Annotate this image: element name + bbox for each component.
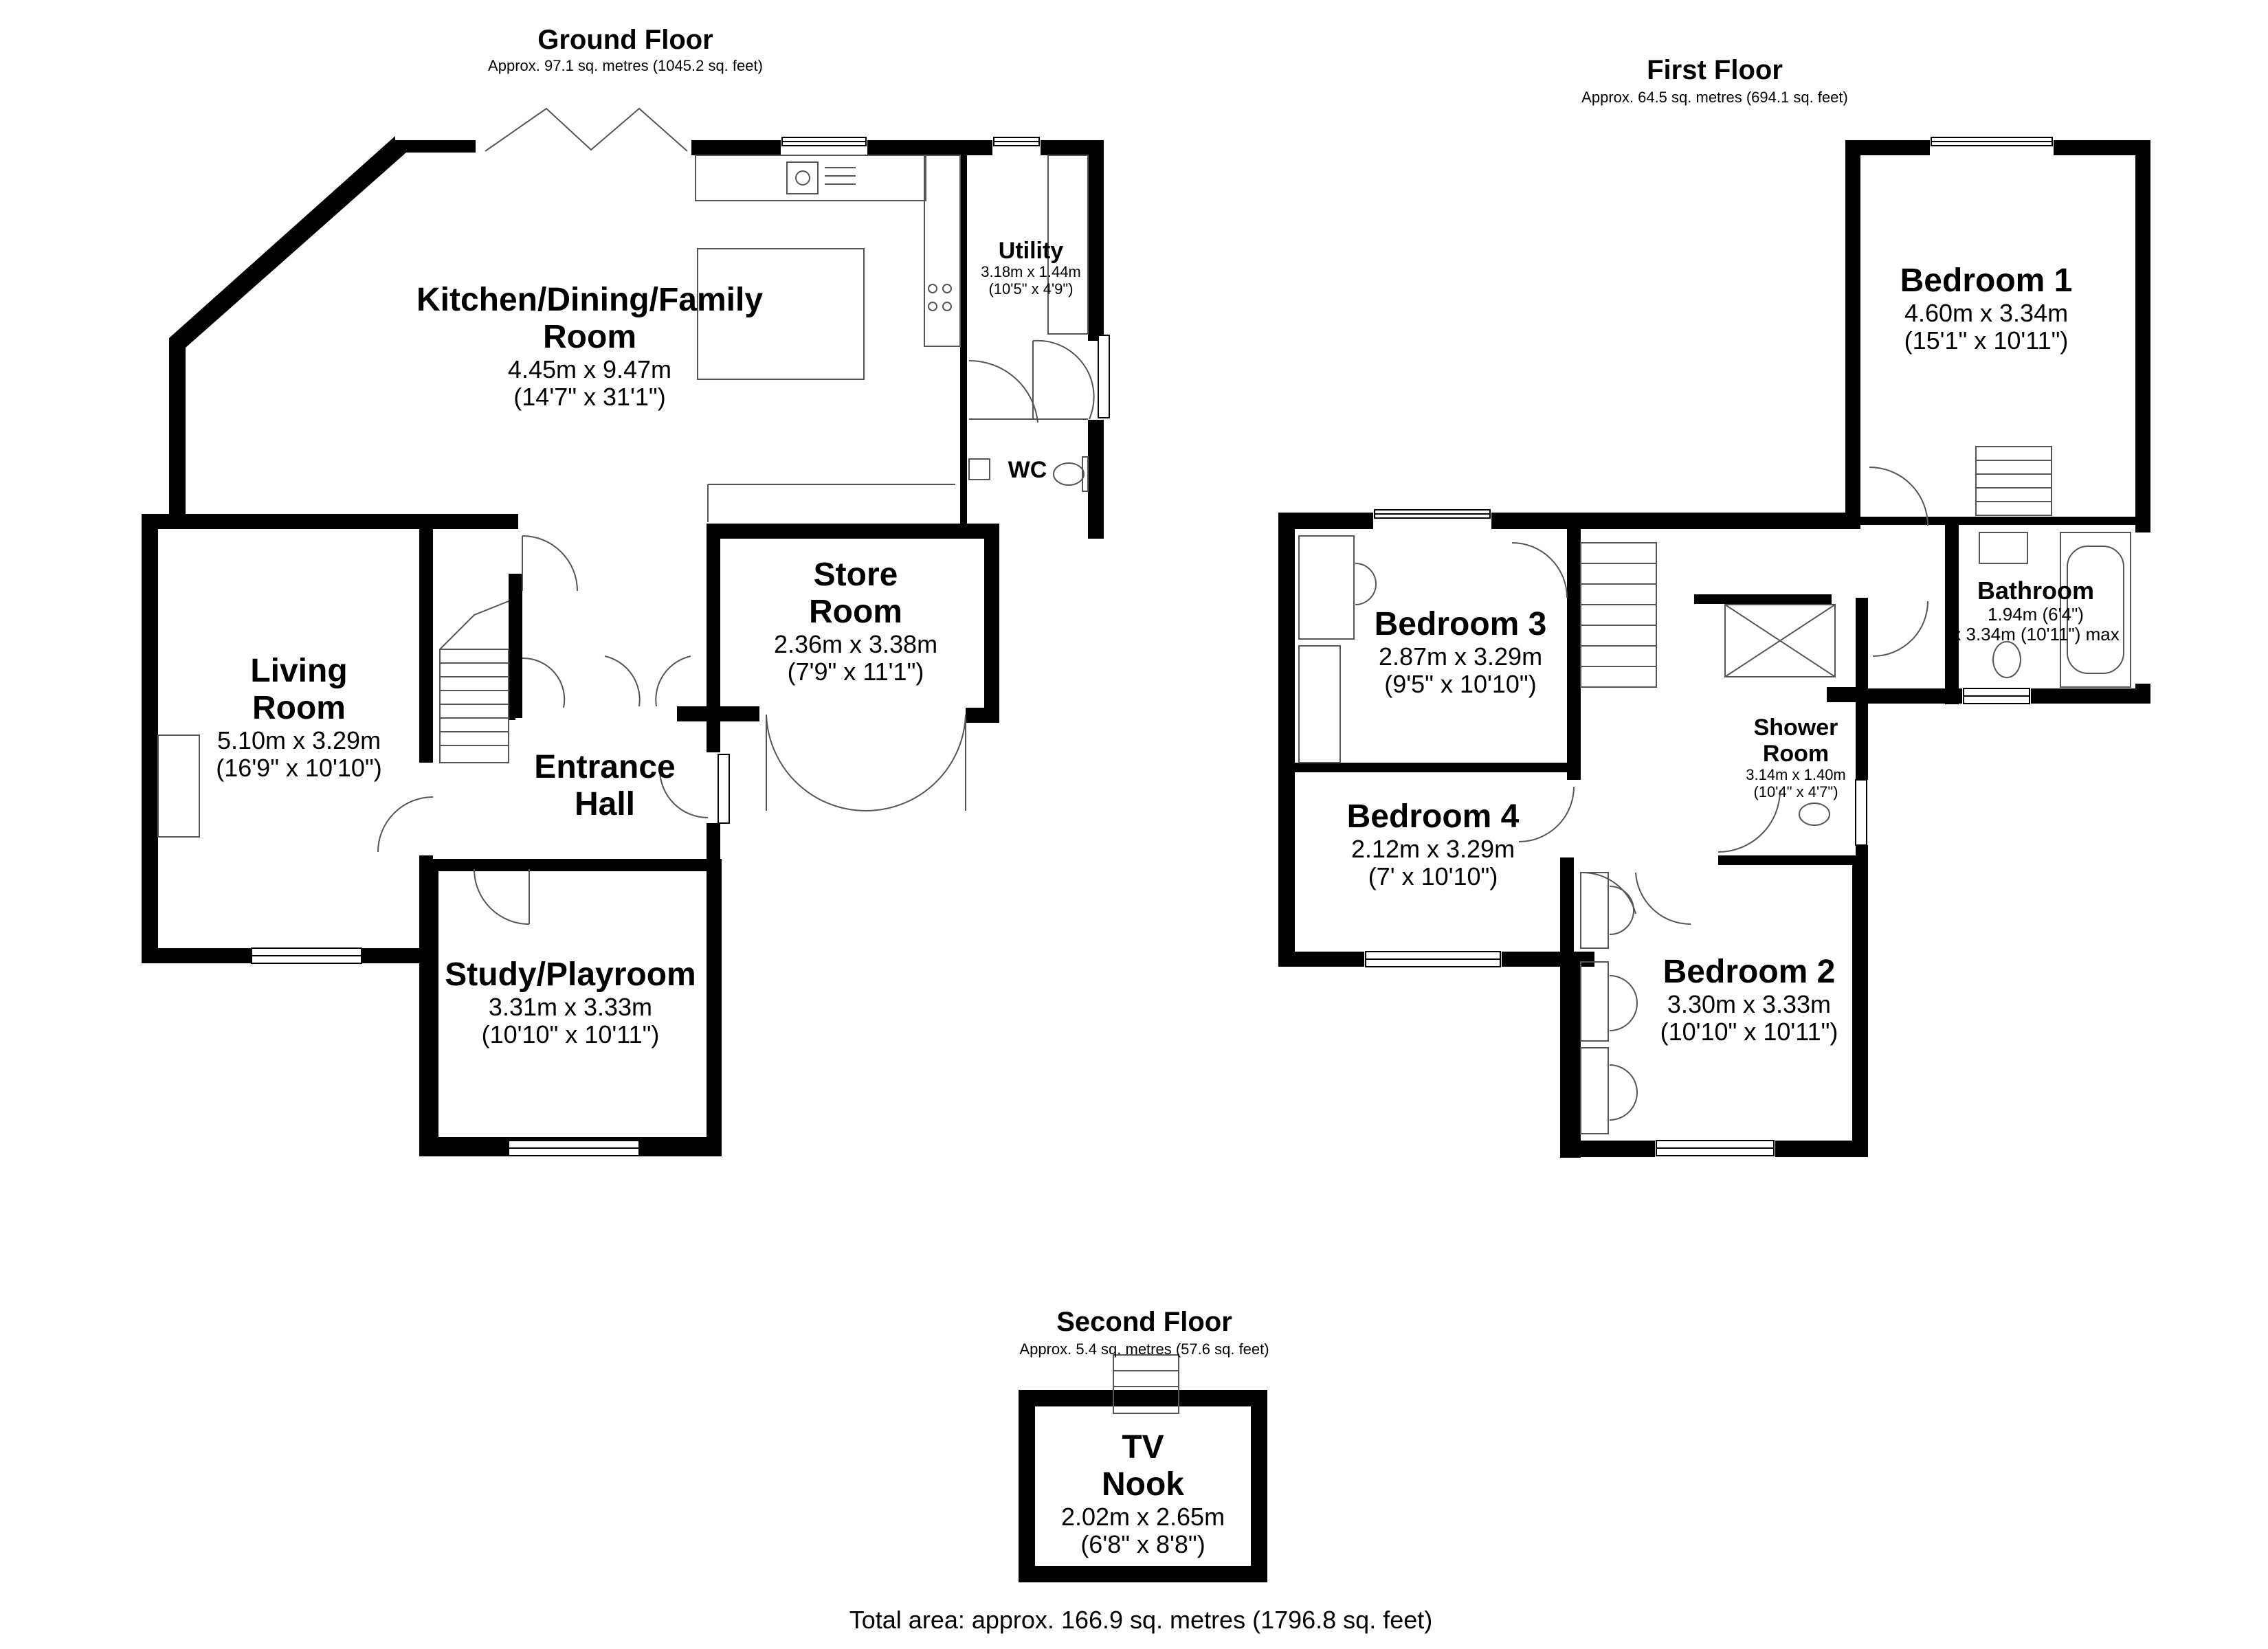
second-floor-walls [1019,1390,1267,1582]
room-dimensions-metric: 4.60m x 3.34m [1904,298,2069,327]
room-name: Room [1762,741,1830,767]
room-dimensions-imperial: (7'9" x 11'1") [787,657,924,686]
room-name: Study/Playroom [445,956,696,993]
room-dimensions-metric: 1.94m (6'4") [1988,604,2084,625]
room-name: Shower [1753,715,1838,741]
second-floor-area: Approx. 5.4 sq. metres (57.6 sq. feet) [1019,1340,1269,1358]
room-name: Room [543,318,636,355]
room-dimensions-metric: 3.30m x 3.33m [1667,989,1832,1018]
room-name: Room [809,593,902,630]
room-name: Utility [998,238,1064,264]
room-label-tvnook: TV Nook 2.02m x 2.65m (6'8" x 8'8") [1061,1429,1225,1558]
room-name: Nook [1102,1466,1184,1503]
room-dimensions-imperial: (10'10" x 10'11") [1660,1018,1838,1046]
ground-floor-area: Approx. 97.1 sq. metres (1045.2 sq. feet… [488,57,763,74]
room-name: Hall [574,785,636,822]
room-dimensions-imperial: (10'10" x 10'11") [481,1020,660,1049]
room-dimensions-metric: 3.31m x 3.33m [488,992,653,1021]
room-dimensions-imperial: (14'7" x 31'1") [513,382,666,411]
room-dimensions-metric: 2.36m x 3.38m [773,629,938,658]
room-label-bedroom4: Bedroom 4 2.12m x 3.29m (7' x 10'10") [1347,798,1520,890]
room-name: WC [1008,457,1047,483]
room-dimensions-imperial: (7' x 10'10") [1368,862,1498,891]
room-name: Bedroom 1 [1900,262,2073,299]
room-dimensions-metric: 3.18m x 1.44m [981,263,1081,281]
ground-floor-title: Ground Floor [537,25,713,55]
room-label-bedroom1: Bedroom 1 4.60m x 3.34m (15'1" x 10'11") [1900,262,2073,355]
room-dimensions-imperial: (15'1" x 10'11") [1904,326,2069,355]
room-dimensions-imperial: x 3.34m (10'11") max [1952,624,2120,645]
room-name: Living [250,653,348,689]
room-name: Store [813,557,898,593]
fixtures [157,107,2131,1414]
room-dimensions-imperial: (6'8" x 8'8") [1080,1529,1205,1558]
room-name: Bathroom [1977,576,2094,605]
room-name: TV [1122,1429,1164,1466]
room-dimensions-metric: 5.10m x 3.29m [216,726,381,754]
room-label-bedroom3: Bedroom 3 2.87m x 3.29m (9'5" x 10'10") [1375,606,1547,698]
room-label-store: Store Room 2.36m x 3.38m (7'9" x 11'1") [774,557,937,686]
room-label-hall: Entrance Hall [534,749,675,823]
room-label-living: Living Room 5.10m x 3.29m (16'9" x 10'10… [216,653,381,782]
room-name: Bedroom 2 [1663,954,1836,990]
room-label-utility: Utility 3.18m x 1.44m (10'5" x 4'9") [981,238,1081,298]
walls [142,136,2150,1582]
first-floor-title: First Floor [1647,55,1783,85]
room-dimensions-metric: 2.12m x 3.29m [1350,834,1515,863]
room-name: Bedroom 4 [1346,798,1520,835]
room-label-bedroom2: Bedroom 2 3.30m x 3.33m (10'10" x 10'11"… [1660,954,1838,1046]
room-dimensions-metric: 2.87m x 3.29m [1378,642,1543,671]
second-floor-title: Second Floor [1056,1307,1232,1337]
room-dimensions-imperial: (10'4" x 4'7") [1753,783,1838,800]
room-label-shower: Shower Room 3.14m x 1.40m (10'4" x 4'7") [1746,715,1846,800]
room-label-wc: WC [1008,457,1047,483]
room-name: Entrance [534,749,676,785]
room-name: Room [252,689,346,726]
room-dimensions-metric: 4.45m x 9.47m [507,355,672,383]
room-label-bathroom: Bathroom 1.94m (6'4") x 3.34m (10'11") m… [1952,576,2120,645]
room-dimensions-imperial: (16'9" x 10'10") [216,753,382,782]
room-name: Bedroom 3 [1374,606,1547,642]
total-area: Total area: approx. 166.9 sq. metres (17… [849,1606,1433,1634]
room-dimensions-imperial: (9'5" x 10'10") [1384,670,1537,699]
room-name: Kitchen/Dining/Family [416,282,764,318]
first-floor-area: Approx. 64.5 sq. metres (694.1 sq. feet) [1581,89,1848,106]
room-label-study: Study/Playroom 3.31m x 3.33m (10'10" x 1… [445,956,696,1048]
room-label-kitchen: Kitchen/Dining/Family Room 4.45m x 9.47m… [416,282,763,411]
room-dimensions-metric: 2.02m x 2.65m [1060,1502,1225,1531]
windows [251,137,2053,1156]
room-dimensions-imperial: (10'5" x 4'9") [988,280,1074,298]
room-dimensions-metric: 3.14m x 1.40m [1746,766,1846,784]
